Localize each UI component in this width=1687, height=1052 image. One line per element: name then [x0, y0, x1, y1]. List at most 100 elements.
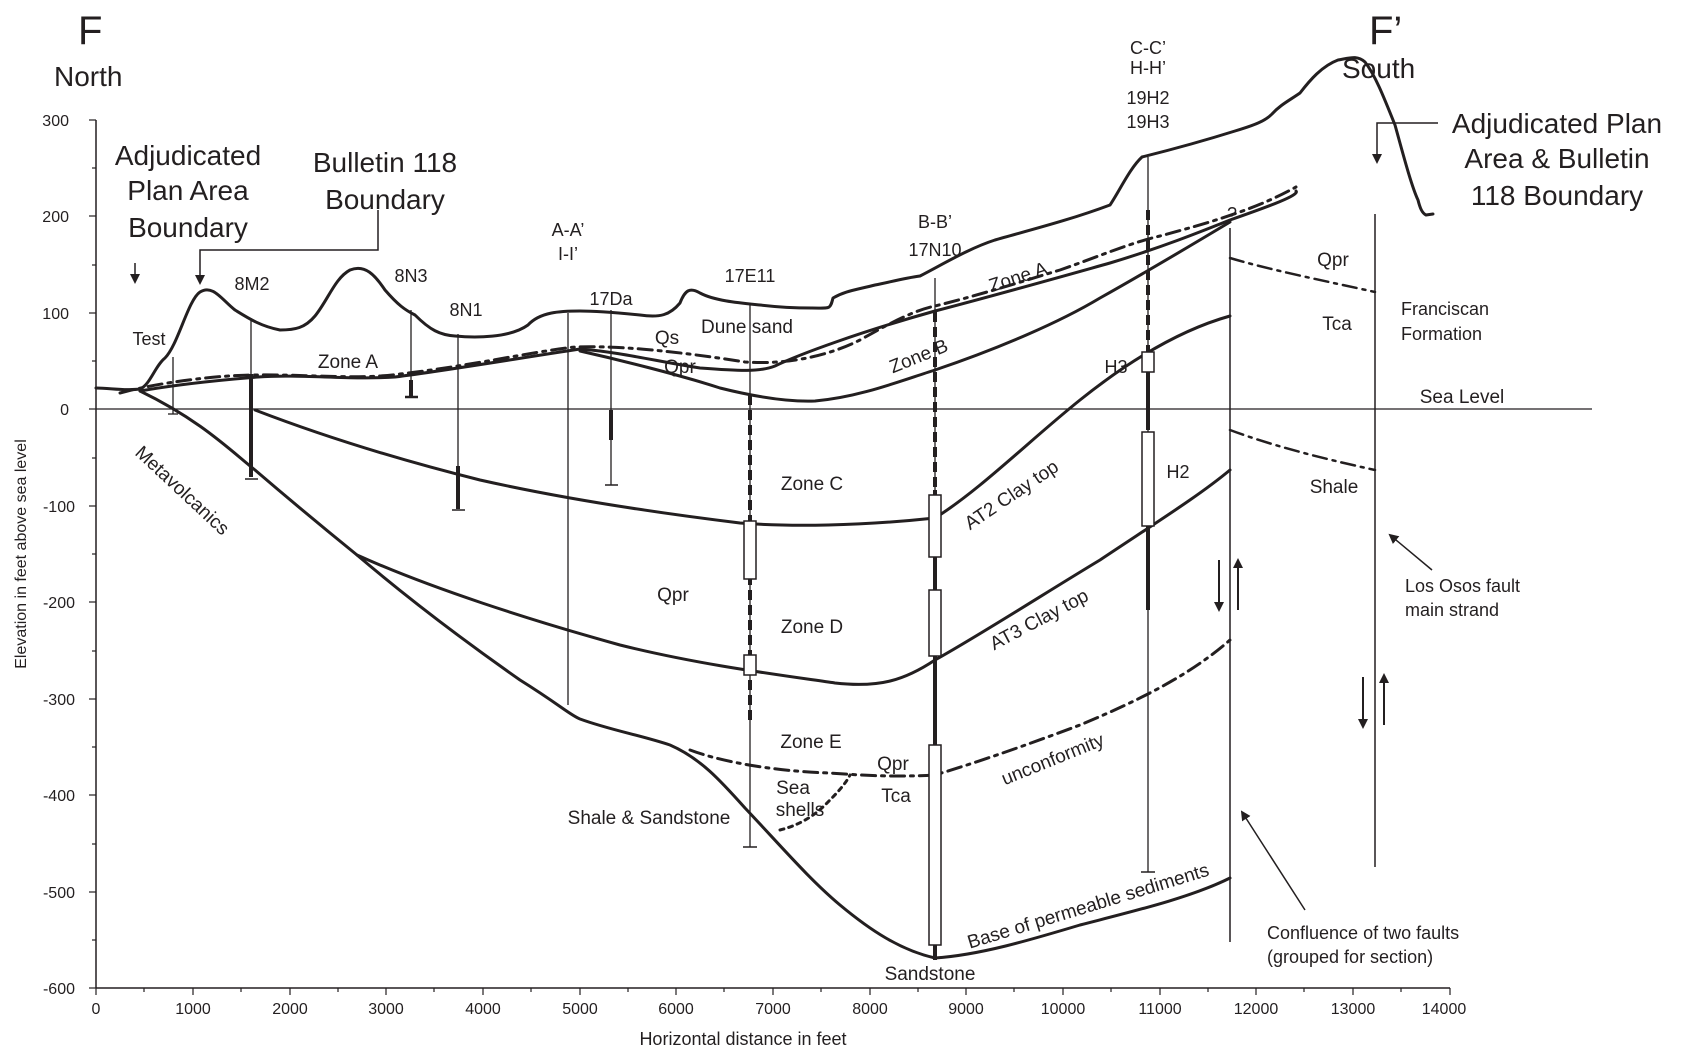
faults — [1229, 214, 1376, 942]
y-tick-label: 200 — [42, 209, 69, 226]
unconformity-line — [688, 638, 1232, 778]
section-label-hh: H-H’ — [1130, 58, 1166, 78]
well-label-19h3: 19H3 — [1126, 112, 1169, 132]
adjudicated-right-arrow — [1372, 122, 1438, 164]
x-tick-label: 7000 — [755, 1001, 791, 1018]
y-tick-label: -100 — [43, 499, 75, 516]
svg-text:Boundary: Boundary — [325, 184, 445, 215]
zone-b-base-line — [578, 220, 1232, 403]
tca-fault-label: Tca — [1322, 314, 1352, 335]
svg-text:Formation: Formation — [1401, 324, 1482, 344]
svg-text:Plan Area: Plan Area — [127, 175, 249, 206]
well-label-8m2: 8M2 — [234, 274, 269, 294]
geology-lines — [94, 56, 1435, 960]
sea-shells-line — [778, 773, 852, 832]
x-tick-label: 2000 — [272, 1001, 308, 1018]
sea-level-label: Sea Level — [1420, 387, 1505, 408]
svg-text:118 Boundary: 118 Boundary — [1471, 180, 1643, 211]
zone-d-label: Zone D — [781, 617, 843, 638]
section-label-cc: C-C’ — [1130, 38, 1166, 58]
south-label: South — [1342, 53, 1415, 84]
y-tick-label: -400 — [43, 788, 75, 805]
base-permeable-label: Base of permeable sediments — [965, 860, 1212, 954]
section-label-aa: A-A’ — [552, 220, 585, 240]
unconformity-label: unconformity — [999, 730, 1108, 790]
well-label-h2: H2 — [1166, 462, 1189, 482]
sandstone-label: Sandstone — [885, 964, 976, 985]
franciscan-label: Franciscan Formation — [1401, 299, 1489, 344]
y-tick-label: 0 — [60, 402, 69, 419]
svg-text:Bulletin 118: Bulletin 118 — [313, 147, 457, 178]
confluence-arrow — [1240, 810, 1306, 911]
sea-shells-label-2: shells — [776, 800, 825, 821]
well-label-8n1: 8N1 — [449, 300, 482, 320]
svg-text:Confluence of two faults: Confluence of two faults — [1267, 923, 1459, 943]
well-label-17n10: 17N10 — [908, 240, 961, 260]
svg-text:Area & Bulletin: Area & Bulletin — [1464, 143, 1649, 174]
x-tick-label: 12000 — [1234, 1001, 1279, 1018]
zone-c-top-line — [253, 314, 1232, 527]
shale-contact-line — [1228, 428, 1377, 472]
y-tick-label: 300 — [42, 113, 69, 130]
adjudicated-right-label: Adjudicated Plan Area & Bulletin 118 Bou… — [1452, 108, 1662, 211]
x-tick-label: 14000 — [1422, 1001, 1467, 1018]
qpr-fault-label: Qpr — [1317, 250, 1349, 271]
north-label: North — [54, 61, 122, 92]
svg-text:Adjudicated: Adjudicated — [115, 140, 261, 171]
x-tick-label: 3000 — [368, 1001, 404, 1018]
well-label-17e11: 17E11 — [725, 266, 776, 286]
unit-labels: Zone A Zone A Zone B Zone C Zone D Zone … — [131, 250, 1505, 985]
fault-slip-arrows — [1214, 558, 1389, 729]
y-axis-title: Elevation in feet above sea level — [13, 439, 30, 668]
bulletin-label: Bulletin 118 Boundary — [313, 147, 457, 215]
x-axis-title: Horizontal distance in feet — [639, 1029, 846, 1049]
at2-label: AT2 Clay top — [961, 456, 1063, 534]
confluence-label: Confluence of two faults (grouped for se… — [1267, 923, 1459, 967]
well-label-19h2: 19H2 — [1126, 88, 1169, 108]
los-osos-arrow — [1388, 533, 1433, 571]
section-label-bb: B-B’ — [918, 212, 952, 232]
shale-label: Shale — [1310, 477, 1359, 498]
x-tick-label: 8000 — [852, 1001, 888, 1018]
zone-e-label: Zone E — [780, 732, 841, 753]
qs-label: Qs — [655, 328, 679, 349]
zone-c-label: Zone C — [781, 474, 843, 495]
tca-lower-label: Tca — [881, 786, 911, 807]
y-tick-label: -600 — [43, 981, 75, 998]
x-tick-label: 4000 — [465, 1001, 501, 1018]
adjudicated-left-label: Adjudicated Plan Area Boundary — [115, 140, 261, 243]
svg-text:main strand: main strand — [1405, 600, 1499, 620]
zone-d-top-line — [355, 468, 1232, 686]
sea-shells-label-1: Sea — [776, 778, 810, 799]
zone-b-label: Zone B — [887, 336, 952, 378]
x-tick-labels: 0 1000 2000 3000 4000 5000 6000 7000 800… — [92, 1001, 1467, 1018]
los-osos-label: Los Osos fault main strand — [1405, 576, 1520, 620]
x-tick-label: 13000 — [1331, 1001, 1376, 1018]
x-ticks — [95, 988, 1451, 995]
zone-a-left-label: Zone A — [318, 352, 379, 373]
section-end-letter: F’ — [1369, 9, 1402, 53]
qpr-lower-label: Qpr — [877, 754, 909, 775]
well-label-17da: 17Da — [589, 289, 633, 309]
x-tick-label: 5000 — [562, 1001, 598, 1018]
well-labels: Test 8M2 8N3 8N1 A-A’ I-I’ 17Da 17E11 B-… — [132, 38, 1237, 482]
svg-text:Franciscan: Franciscan — [1401, 299, 1489, 319]
x-tick-label: 11000 — [1138, 1001, 1181, 1018]
x-tick-label: 10000 — [1041, 1001, 1086, 1018]
section-label-ii: I-I’ — [558, 244, 578, 264]
bulletin-arrow — [195, 210, 379, 285]
dune-sand-label: Dune sand — [701, 317, 793, 338]
y-tick-labels: 300 200 100 0 -100 -200 -300 -400 -500 -… — [42, 113, 75, 998]
callout-arrows — [130, 122, 1438, 911]
metavolcanics-contact-line — [138, 389, 1232, 960]
svg-text:Boundary: Boundary — [128, 212, 248, 243]
section-start-letter: F — [78, 9, 102, 53]
x-tick-label: 1000 — [175, 1001, 211, 1018]
x-tick-label: 9000 — [948, 1001, 984, 1018]
svg-text:Adjudicated Plan: Adjudicated Plan — [1452, 108, 1662, 139]
metavolcanics-label: Metavolcanics — [131, 442, 233, 539]
x-tick-label: 6000 — [658, 1001, 694, 1018]
qpr-mid-label: Qpr — [657, 585, 689, 606]
